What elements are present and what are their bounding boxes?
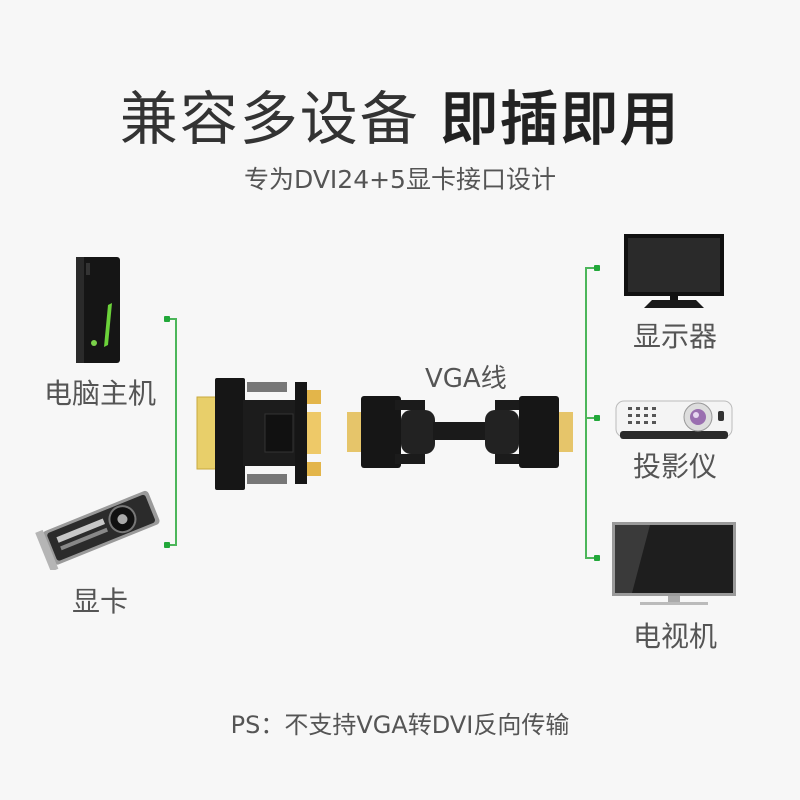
left-bracket-top — [167, 318, 176, 320]
target-label-monitor: 显示器 — [632, 320, 717, 353]
left-bracket-bottom — [167, 544, 176, 546]
right-bracket-bottom — [585, 557, 597, 559]
left-bracket-line — [175, 318, 177, 546]
graphics-card-icon — [35, 480, 165, 572]
target-label-television: 电视机 — [632, 620, 717, 653]
title-bold: 即插即用 — [440, 85, 681, 153]
vga-cable-label: VGA线 — [425, 364, 507, 394]
monitor-icon — [622, 232, 726, 310]
right-bracket-top — [585, 267, 597, 269]
vga-cable-icon — [345, 392, 575, 472]
target-label-projector: 投影仪 — [632, 450, 717, 483]
source-label-graphics-card: 显卡 — [71, 585, 128, 618]
right-dot-bottom — [594, 555, 600, 561]
title-normal: 兼容多设备 — [119, 85, 420, 153]
projector-icon — [612, 393, 736, 445]
desktop-tower-icon — [72, 255, 124, 367]
source-label-desktop: 电脑主机 — [43, 377, 156, 410]
left-dot-top — [164, 316, 170, 322]
television-icon — [610, 520, 738, 610]
right-bracket-line — [585, 267, 587, 559]
dvi-to-vga-adapter-icon — [195, 370, 325, 496]
page-subtitle: 专为DVI24+5显卡接口设计 — [244, 165, 556, 194]
left-dot-bottom — [164, 542, 170, 548]
right-bracket-middle — [585, 417, 597, 419]
footer-note: PS：不支持VGA转DVI反向传输 — [230, 711, 570, 739]
right-dot-middle — [594, 415, 600, 421]
right-dot-top — [594, 265, 600, 271]
page-title: 兼容多设备 即插即用 — [0, 72, 800, 156]
